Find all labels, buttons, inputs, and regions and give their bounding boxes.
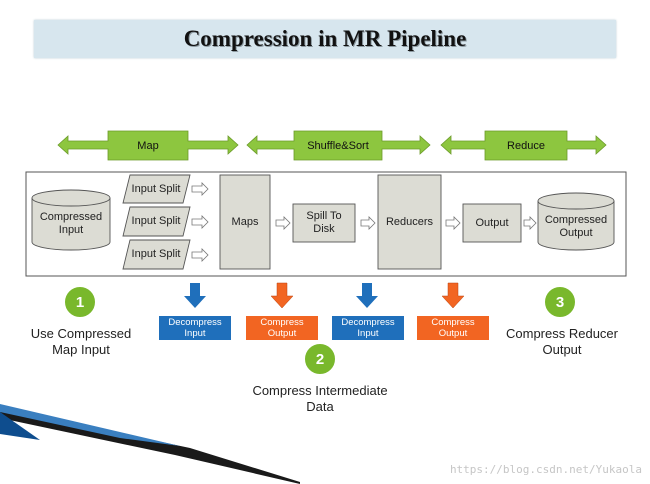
tag-box-decompress-2	[332, 316, 404, 340]
input-split-3	[122, 239, 191, 270]
step-1-circle	[63, 285, 97, 319]
step-1-caption: Use Compressed Map Input	[30, 326, 132, 357]
tag-box-decompress-1	[159, 316, 231, 340]
compressed-output-label: Compressed Output	[544, 214, 608, 239]
compressed-input-label: Compressed Input	[39, 211, 103, 236]
split-arrow-1	[191, 182, 209, 196]
spill-label: Spill To Disk	[306, 210, 342, 235]
compress-arrow-2	[441, 282, 465, 309]
reducers-label: Reducers	[385, 215, 434, 228]
compressed-input-cylinder	[31, 189, 111, 251]
decompress-arrow-1	[184, 283, 206, 308]
input-split-label-1: Input Split	[131, 182, 181, 195]
phase-label-shuffle: Shuffle&Sort	[307, 139, 369, 152]
input-split-label-2: Input Split	[131, 215, 181, 227]
phase-label-map: Map	[137, 139, 159, 152]
page-title: Compression in MR Pipeline	[183, 26, 467, 51]
tag-compress-output-1: Compress Output	[260, 317, 304, 339]
maps-box	[219, 174, 271, 270]
reducers-box	[377, 174, 442, 270]
decorative-swoosh	[0, 404, 300, 484]
split-arrow-3	[191, 248, 209, 262]
phase-label-reduce: Reduce	[507, 139, 545, 152]
compress-arrow-1	[270, 282, 294, 309]
maps-label: Maps	[231, 215, 259, 228]
tag-compress-output-2: Compress Output	[431, 317, 475, 339]
tag-decompress-input-1: Decompress Input	[168, 317, 222, 339]
output-box	[462, 203, 522, 243]
reduce-phase-arrow	[440, 130, 607, 161]
spill-to-reducers-arrow	[360, 216, 376, 230]
spill-box	[292, 203, 356, 243]
tag-decompress-input-2: Decompress Input	[341, 317, 395, 339]
watermark: https://blog.csdn.net/Yukaola	[449, 463, 642, 476]
input-split-label-3: Input Split	[131, 248, 181, 260]
shuffle-phase-arrow	[246, 130, 431, 161]
step-3-caption: Compress Reducer Output	[506, 326, 618, 357]
output-to-compressed-arrow	[523, 216, 537, 230]
output-label: Output	[475, 216, 509, 229]
input-split-1	[122, 174, 191, 204]
step-3-number: 3	[555, 293, 565, 311]
split-arrow-2	[191, 215, 209, 229]
step-3-circle	[543, 285, 577, 319]
input-split-2	[122, 206, 191, 237]
step-2-caption: Compress Intermediate Data	[252, 383, 388, 414]
compressed-output-cylinder	[537, 192, 615, 251]
tag-box-compress-1	[246, 316, 318, 340]
title-bar: Compression in MR Pipeline	[34, 20, 616, 58]
step-2-number: 2	[315, 350, 325, 368]
reducers-to-output-arrow	[445, 216, 461, 230]
map-phase-arrow	[57, 130, 239, 161]
step-2-circle	[303, 342, 337, 376]
tag-box-compress-2	[417, 316, 489, 340]
decompress-arrow-2	[356, 283, 378, 308]
maps-to-spill-arrow	[275, 216, 291, 230]
step-1-number: 1	[75, 293, 85, 311]
